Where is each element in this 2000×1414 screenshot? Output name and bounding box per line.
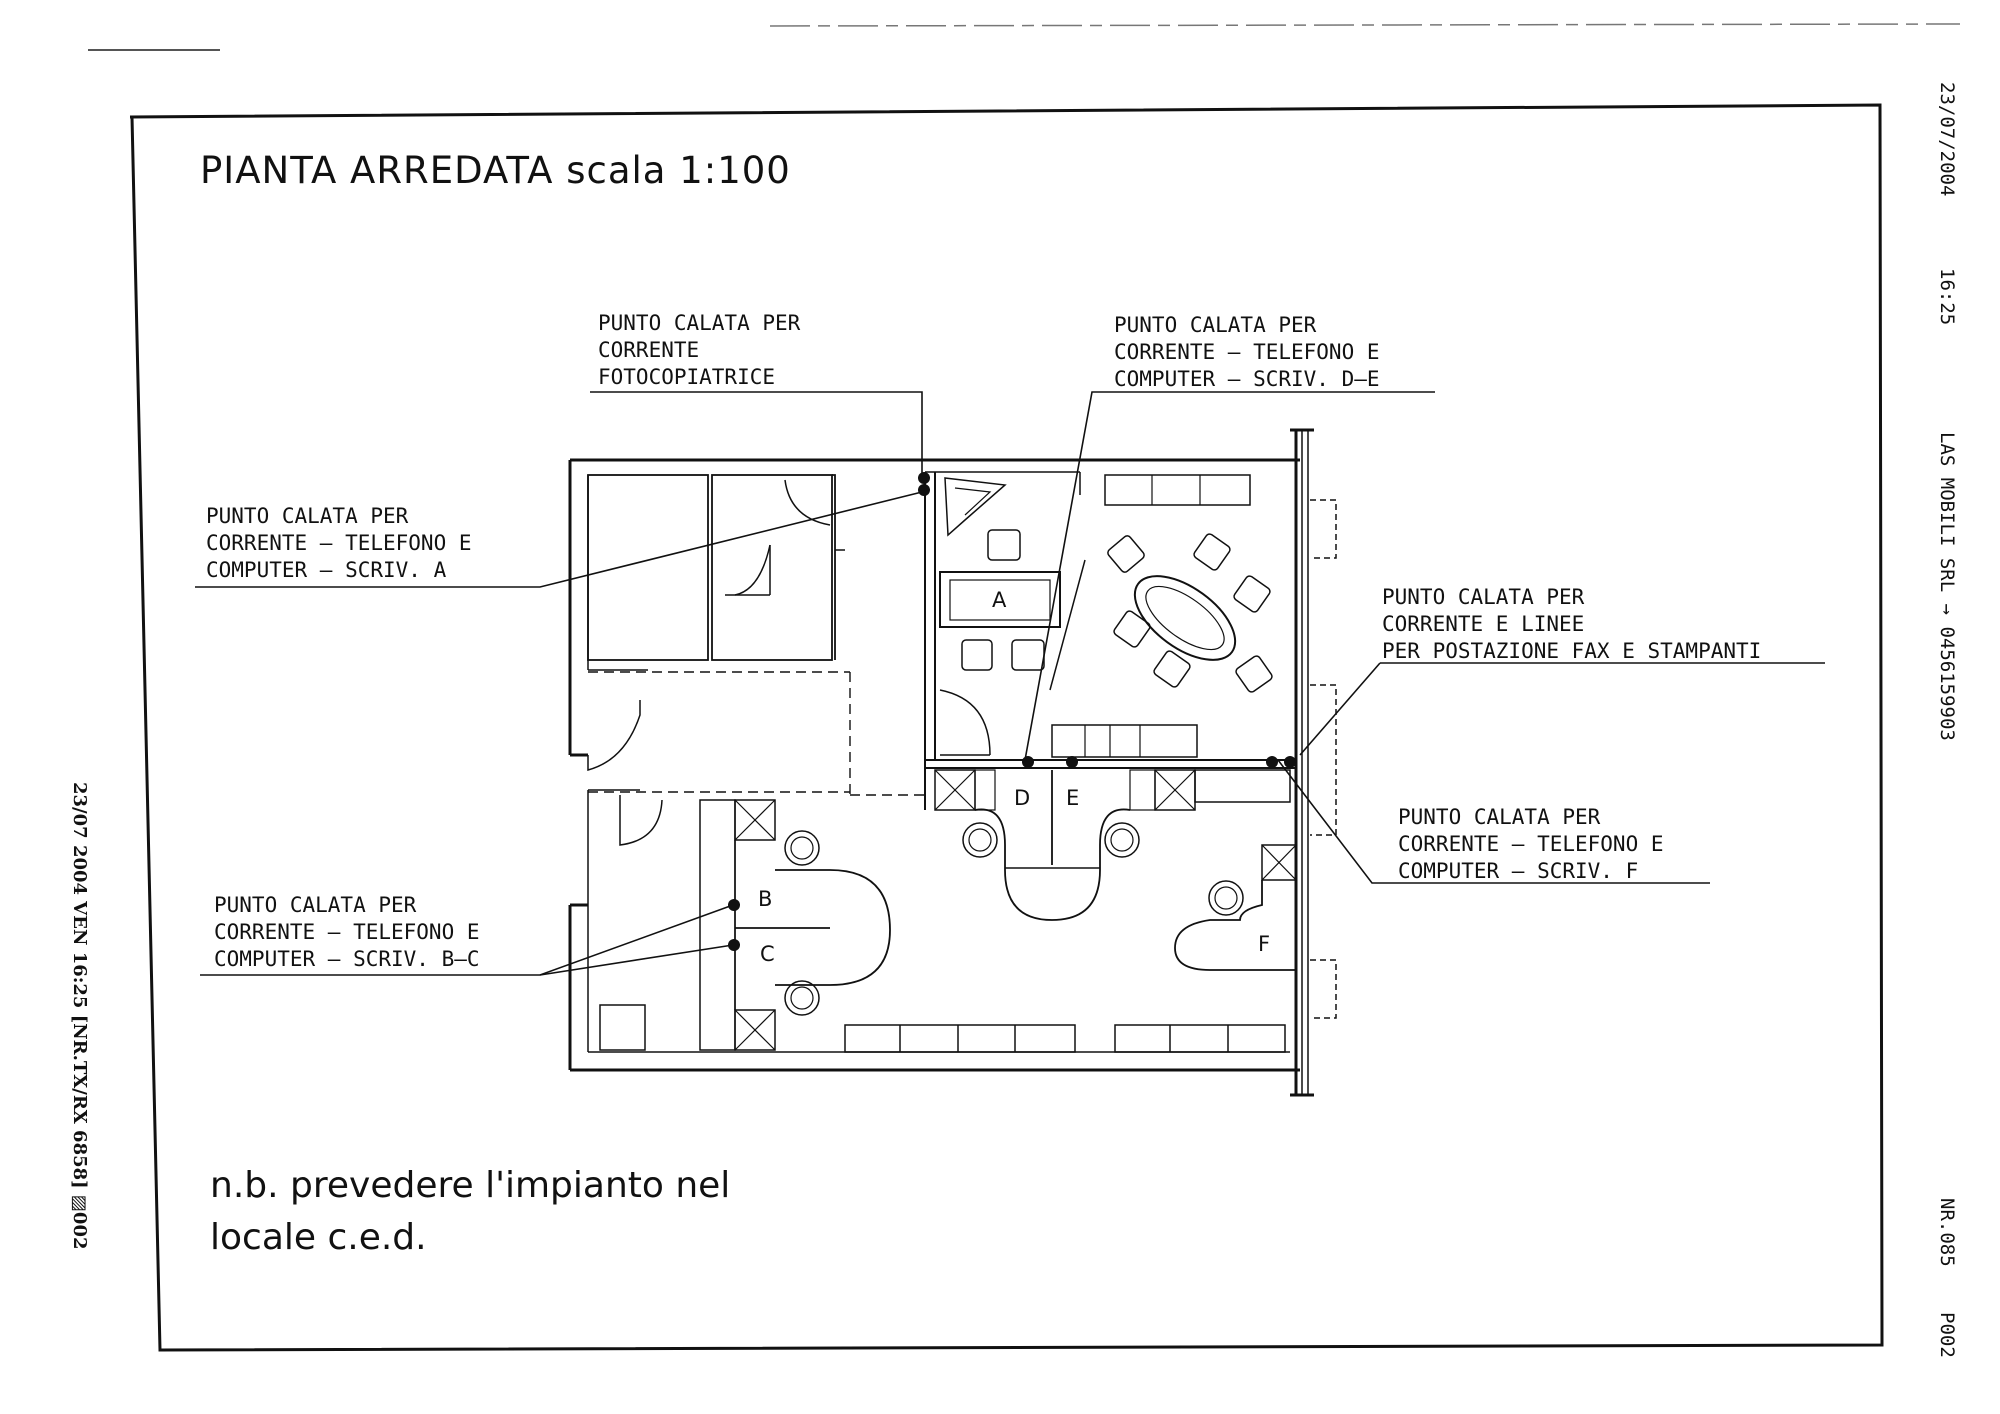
corridor	[588, 671, 925, 796]
callout-line: CORRENTE – TELEFONO E	[206, 531, 472, 555]
callout-line: PUNTO CALATA PER	[598, 311, 801, 335]
callout-line: CORRENTE	[598, 338, 700, 362]
desk-label-d: D	[1014, 786, 1031, 810]
callout-line: PUNTO CALATA PER	[1114, 313, 1317, 337]
desk-f	[1174, 844, 1297, 971]
callout-fotocopiatrice: PUNTO CALATA PER CORRENTE FOTOCOPIATRICE	[598, 310, 800, 391]
service-rooms	[587, 474, 845, 661]
bottom-cabinets	[844, 1024, 1286, 1053]
callout-line: COMPUTER – SCRIV. A	[206, 558, 447, 582]
callout-scriv-de: PUNTO CALATA PER CORRENTE – TELEFONO E C…	[1114, 312, 1380, 393]
fax-time: 16:25	[1936, 268, 1958, 326]
callout-line: PUNTO CALATA PER	[1398, 805, 1601, 829]
fax-transmission-line: 23/07 2004 VEN 16:25 [NR.TX/RX 6858] ▨00…	[69, 782, 90, 1250]
callout-line: FOTOCOPIATRICE	[598, 365, 776, 389]
partition-de	[925, 759, 1296, 769]
callout-line: COMPUTER – SCRIV. F	[1398, 859, 1639, 883]
leader-lines	[195, 391, 1825, 976]
desks-d-e	[934, 769, 1291, 921]
fax-date: 23/07/2004	[1936, 82, 1958, 197]
callout-line: PUNTO CALATA PER	[206, 504, 409, 528]
outer-walls	[568, 428, 1314, 1097]
callout-line: PER POSTAZIONE FAX E STAMPANTI	[1382, 639, 1762, 663]
desk-label-f: F	[1258, 932, 1271, 956]
drop-points	[728, 472, 1296, 951]
desk-label-c: C	[760, 942, 775, 966]
callout-fax-stampanti: PUNTO CALATA PER CORRENTE E LINEE PER PO…	[1382, 584, 1761, 665]
callout-line: COMPUTER – SCRIV. B–C	[214, 947, 480, 971]
drawing-title: PIANTA ARREDATA scala 1:100	[200, 149, 791, 192]
desks-b-c	[599, 799, 891, 1051]
office-a	[924, 471, 1086, 810]
desk-label-a: A	[992, 588, 1007, 612]
fax-page: P002	[1936, 1312, 1958, 1358]
desk-label-e: E	[1066, 786, 1080, 810]
callout-scriv-a: PUNTO CALATA PER CORRENTE – TELEFONO E C…	[206, 503, 472, 584]
callout-line: PUNTO CALATA PER	[1382, 585, 1585, 609]
callout-line: CORRENTE – TELEFONO E	[214, 920, 480, 944]
note-line: n.b. prevedere l'impianto nel	[210, 1165, 731, 1206]
meeting-room	[1051, 474, 1273, 758]
callout-line: CORRENTE – TELEFONO E	[1114, 340, 1380, 364]
callout-line: PUNTO CALATA PER	[214, 893, 417, 917]
callout-line: CORRENTE – TELEFONO E	[1398, 832, 1664, 856]
callout-line: CORRENTE E LINEE	[1382, 612, 1585, 636]
callout-line: COMPUTER – SCRIV. D–E	[1114, 367, 1380, 391]
callout-scriv-bc: PUNTO CALATA PER CORRENTE – TELEFONO E C…	[214, 892, 480, 973]
desk-label-b: B	[758, 887, 773, 911]
callout-scriv-f: PUNTO CALATA PER CORRENTE – TELEFONO E C…	[1398, 804, 1664, 885]
fax-nr: NR.085	[1936, 1198, 1958, 1267]
drawing-note: n.b. prevedere l'impianto nel locale c.e…	[210, 1160, 730, 1264]
fax-sender: LAS MOBILI SRL → 0456159903	[1936, 432, 1958, 741]
sheet-border	[129, 103, 1884, 1352]
note-line: locale c.e.d.	[210, 1217, 427, 1258]
